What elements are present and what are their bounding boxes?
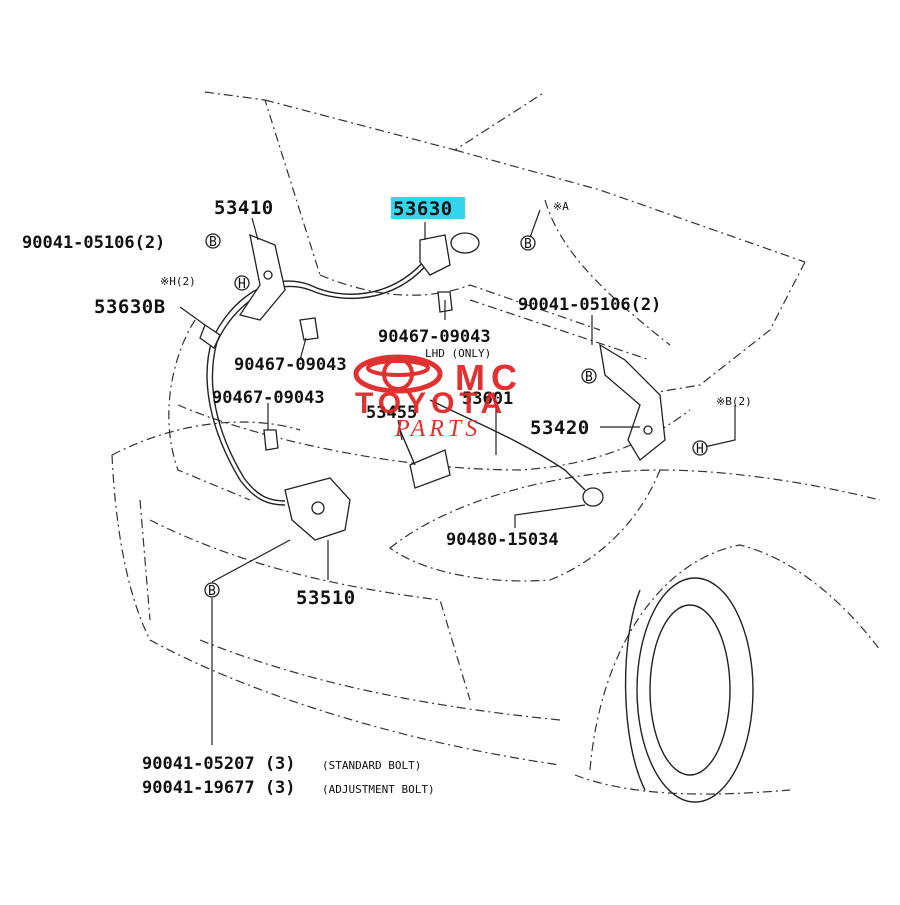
label-clip-3[interactable]: 90467-09043 — [212, 388, 325, 408]
marker-h-1-text: H — [238, 277, 246, 292]
leader-note-b2 — [699, 405, 736, 449]
marker-b-1-ring — [205, 233, 221, 249]
label-53510[interactable]: 53510 — [296, 587, 356, 609]
bumper-corner — [139, 499, 151, 621]
headlamp — [389, 469, 661, 582]
bumper-top — [111, 421, 301, 456]
label-53455[interactable]: 53455 — [366, 403, 417, 423]
label-clip-1[interactable]: 90467-09043 — [234, 355, 347, 375]
hinge-rh-body — [599, 343, 666, 461]
hinge-lh-pivot — [263, 270, 273, 280]
note-adjustment-bolt: (ADJUSTMENT BOLT) — [322, 783, 435, 796]
hood-hinge-lh — [238, 233, 286, 321]
marker-h-1: H — [234, 275, 250, 292]
label-53410[interactable]: 53410 — [214, 197, 274, 219]
label-bolt-hinge-left[interactable]: 90041-05106(2) — [22, 233, 165, 253]
note-lhd-only: LHD (ONLY) — [425, 347, 491, 360]
marker-b-3-ring — [581, 368, 597, 384]
hood-back-edge — [454, 149, 806, 263]
leader-53410 — [251, 217, 259, 241]
tire-outer — [636, 577, 754, 803]
hood-top-edge — [264, 91, 546, 151]
label-53630B[interactable]: 53630B — [94, 296, 166, 318]
bay-front — [177, 404, 691, 471]
hood-lock-latch — [311, 501, 325, 515]
support-rod-body — [409, 449, 451, 489]
bay-left — [168, 319, 251, 501]
note-a: ※A — [553, 200, 569, 213]
note-b2-right: ※B(2) — [716, 395, 752, 408]
marker-h-1-ring — [234, 275, 250, 291]
grille-outline — [149, 519, 471, 701]
hood-crease — [544, 199, 671, 346]
cable-bracket-body — [419, 234, 451, 276]
fender-top — [659, 469, 881, 501]
watermark-line1: MC — [455, 357, 523, 398]
hood-lock — [284, 477, 351, 541]
cable-clamp-shape — [199, 324, 221, 349]
wheel-arch — [589, 544, 881, 771]
marker-b-2-text: B — [524, 237, 532, 252]
highlight-53630 — [391, 197, 465, 219]
bumper-crease — [199, 639, 561, 721]
cowl-line — [469, 299, 651, 361]
leader-bolts-to-lock — [211, 539, 291, 583]
watermark-logo: MC TOYOTA PARTS — [353, 354, 523, 442]
marker-b-1-text: B — [209, 235, 217, 250]
marker-b-4-ring — [204, 582, 220, 598]
marker-b-4: B — [204, 582, 220, 599]
label-53420[interactable]: 53420 — [530, 417, 590, 439]
cable-release-branch — [429, 399, 586, 491]
watermark-emblem-bar — [366, 359, 430, 377]
label-53601[interactable]: 53601 — [462, 389, 513, 409]
leader-clip-1 — [299, 337, 307, 361]
support-rod — [399, 429, 451, 489]
rocker-line — [574, 774, 791, 795]
marker-b-2-ring — [520, 235, 536, 251]
label-53630[interactable]: 53630 — [393, 198, 453, 220]
marker-h-2-ring — [692, 440, 708, 456]
support-rod-link — [399, 429, 416, 466]
leader-53630B — [179, 306, 206, 326]
note-standard-bolt: (STANDARD BOLT) — [322, 759, 421, 772]
hood-front-edge — [319, 274, 601, 331]
watermark-line2: TOYOTA — [355, 387, 507, 420]
clip-shape-3 — [263, 429, 279, 451]
hinge-rh-pivot — [643, 425, 653, 435]
label-grommet[interactable]: 90480-15034 — [446, 530, 559, 550]
marker-b-4-text: B — [208, 584, 216, 599]
marker-h-2-text: H — [696, 442, 704, 457]
label-bolt-adjustment[interactable]: 90041-19677 (3) — [142, 778, 296, 798]
marker-b-2: B — [520, 235, 536, 252]
bumper-lower — [111, 454, 561, 766]
cable-bracket — [419, 232, 480, 276]
note-h2-left: ※H(2) — [160, 275, 196, 288]
hinge-lh-body — [238, 233, 286, 321]
marker-b-3: B — [581, 368, 597, 385]
marker-b-1: B — [205, 233, 221, 250]
cable-main — [206, 259, 426, 506]
leader-53455 — [397, 419, 403, 441]
tire-inner — [649, 604, 731, 776]
leader-grommet — [514, 504, 586, 528]
hood-right-edge — [639, 261, 806, 396]
hood-hinge-rh — [599, 343, 666, 461]
clip-shape-1 — [299, 317, 319, 341]
label-bolt-standard[interactable]: 90041-05207 (3) — [142, 754, 296, 774]
vehicle-outline — [111, 91, 881, 803]
watermark-line3: PARTS — [394, 416, 481, 442]
grommet-shape — [582, 487, 604, 507]
label-bolt-hinge-right[interactable]: 90041-05106(2) — [518, 295, 661, 315]
marker-h-2: H — [692, 440, 708, 457]
label-clip-2[interactable]: 90467-09043 — [378, 327, 491, 347]
marker-b-3-text: B — [585, 370, 593, 385]
cable-bracket-loop — [450, 232, 480, 254]
leader-lines — [179, 209, 736, 745]
tire-side — [624, 589, 646, 791]
